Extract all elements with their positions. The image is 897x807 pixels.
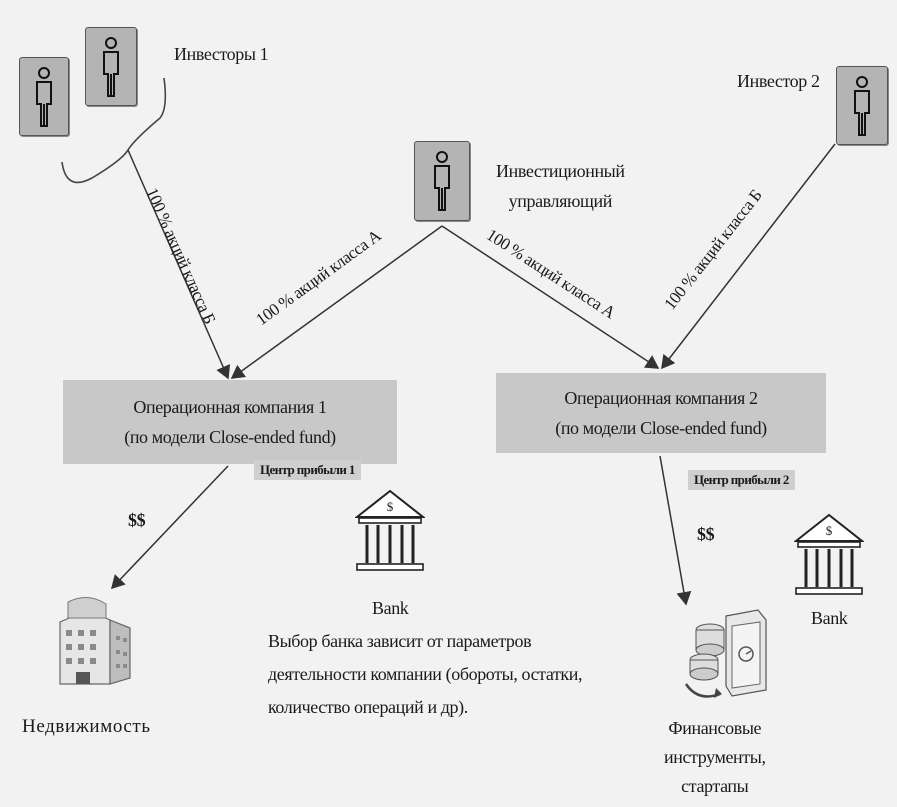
money-label-1: $$ [128,510,146,530]
edge-manager-company1 [230,225,443,379]
bank-note-line3: количество операций и др). [268,697,468,717]
svg-text:$: $ [826,523,833,538]
manager-person-icon [414,141,470,221]
financial-instruments-label: Финансовые инструменты, стартапы [664,714,766,801]
edge-manager-company2 [441,225,660,369]
company-1-box: Операционная компания 1 (по модели Close… [63,380,397,464]
edge-company1-realestate [110,465,229,590]
manager-label-line1: Инвестиционный [496,161,625,181]
bank-note-line2: деятельности компании (обороты, остатки, [268,664,583,684]
profit-center-1-badge: Центр прибыли 1 [254,460,361,480]
edge-investor2-company2 [661,143,836,370]
company-2-box: Операционная компания 2 (по модели Close… [496,373,826,453]
fin-label-line1: Финансовые [668,718,762,738]
manager-label: Инвестиционный управляющий [496,156,625,216]
bank-note-line1: Выбор банка зависит от параметров [268,631,532,651]
svg-text:$: $ [387,499,394,514]
building-icon [59,597,131,685]
profit-center-2-badge: Центр прибыли 2 [688,470,795,490]
real-estate-label: Недвижимость [22,716,151,737]
investor-1a-person-icon [19,57,69,136]
company-2-model: (по модели Close-ended fund) [555,418,767,438]
fin-label-line2: инструменты, [664,747,766,767]
investors-1-label: Инвесторы 1 [174,44,269,64]
edge-investors1-company1 [127,149,231,380]
bank-1-label: Bank [372,598,409,618]
bank-selection-note: Выбор банка зависит от параметров деятел… [268,625,583,724]
edge-company2-financial [659,455,692,606]
company-2-title: Операционная компания 2 [564,388,758,408]
safe-icon [684,609,767,698]
investor-1b-person-icon [85,27,137,106]
investor-2-label: Инвестор 2 [737,71,820,91]
bank-1-icon: $ [355,489,425,571]
manager-label-line2: управляющий [508,191,613,211]
bank-2-label: Bank [811,608,848,628]
money-label-2: $$ [697,524,715,544]
fin-label-line3: стартапы [681,776,749,796]
company-1-title: Операционная компания 1 [133,397,327,417]
company-1-model: (по модели Close-ended fund) [124,427,336,447]
bank-2-icon: $ [794,513,864,595]
investor-2-person-icon [836,66,888,145]
